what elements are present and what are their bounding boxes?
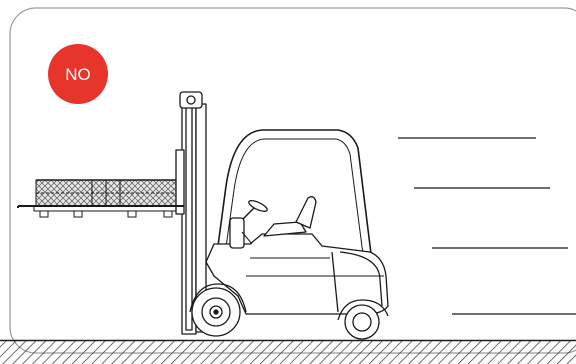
- ground-hatch: [0, 341, 576, 364]
- forklift-icon: [176, 92, 388, 339]
- no-badge-label: NO: [65, 65, 91, 84]
- pallet-icon: [18, 180, 182, 217]
